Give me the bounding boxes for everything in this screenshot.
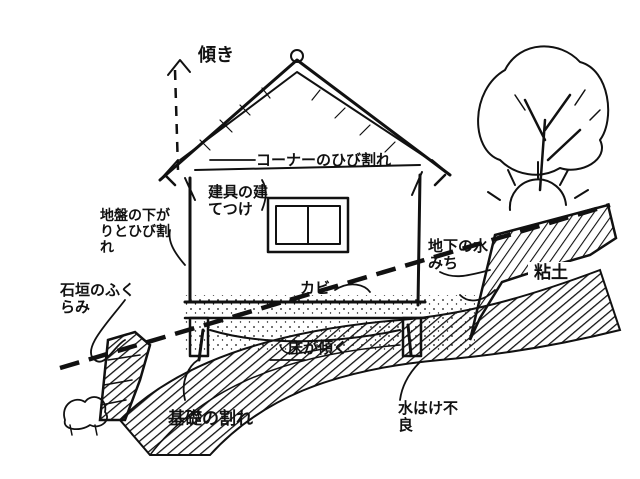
stone-wall — [98, 330, 152, 422]
ground-subsidence-label: 地盤の下がりとひび割れ — [100, 208, 182, 256]
floor-sag-label: 床が傾く — [288, 339, 349, 357]
mold-label: カビ — [300, 279, 331, 297]
bush — [63, 396, 108, 436]
sun — [487, 161, 589, 211]
tilt-dashed-line — [173, 69, 180, 171]
clay-soil-label: 粘土 — [534, 263, 568, 283]
house-walls — [184, 164, 423, 307]
stone-wall-bulge-label: 石垣のふくらみ — [60, 281, 140, 317]
drainage-poor-label: 水はけ不良 — [398, 399, 459, 435]
window — [266, 196, 350, 254]
house-roof — [158, 49, 452, 187]
ground-water-seep-text: 地下の水みち — [428, 237, 489, 273]
drainage-poor-text: 水はけ不良 — [398, 399, 459, 435]
ground-subsidence-text: 地盤の下がりとひび割れ — [100, 208, 170, 257]
foundation — [183, 300, 427, 362]
tree — [477, 45, 610, 192]
fitting-misalign-text: 建具の建てつけ — [208, 183, 269, 219]
foundation-crack-label: 基礎の割れ — [168, 409, 253, 429]
corner-crack-label: コーナーのひび割れ — [256, 151, 392, 169]
leader-lines — [90, 159, 496, 401]
tilt-label: 傾き — [198, 45, 234, 66]
ground-level-dashed-line — [59, 202, 611, 371]
fitting-misalign-label: 建具の建てつけ — [208, 183, 269, 219]
ground-water-seep-label: 地下の水みち — [428, 237, 500, 273]
stone-wall-bulge-text: 石垣のふくらみ — [60, 281, 136, 317]
